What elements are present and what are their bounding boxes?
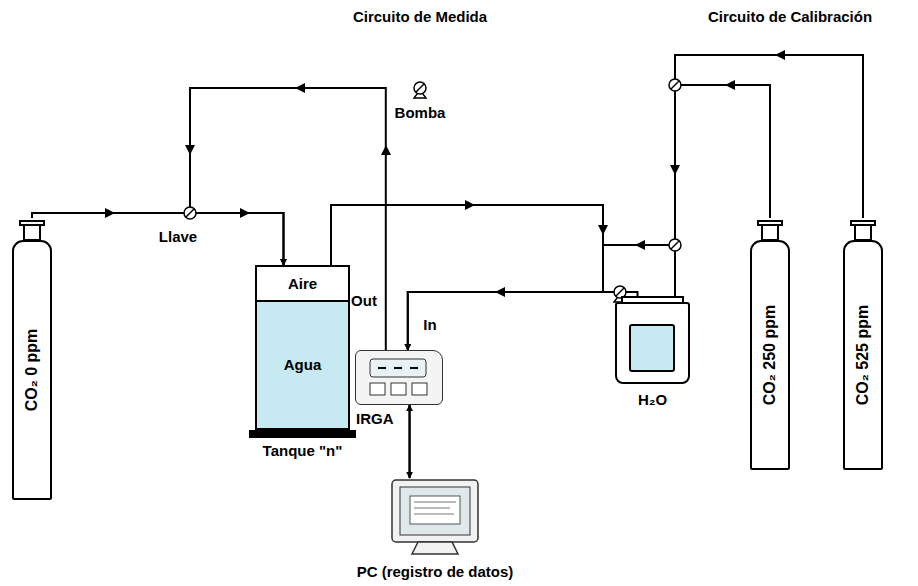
flow-arrow (670, 165, 680, 175)
flow-arrow (295, 83, 305, 93)
pc-monitor: PC (registro de datos) (390, 478, 480, 558)
part-label: Llave (159, 228, 197, 245)
gas-cylinder: CO₂ 250 ppm (750, 240, 790, 470)
part-label: In (423, 316, 436, 333)
flow-arrow (105, 208, 115, 218)
water (629, 324, 675, 372)
irga-panel (356, 351, 441, 403)
cylinder-cap (19, 220, 45, 226)
gas-cylinder: CO₂ 0 ppm (12, 240, 52, 500)
jar-lid (621, 296, 684, 304)
flow-arrow (495, 287, 505, 297)
flow-arrow (635, 240, 645, 250)
device-label: Tanque "n" (263, 442, 343, 459)
cylinder-cap (757, 220, 783, 226)
flow-arrow (775, 50, 785, 60)
part-label: Out (351, 292, 377, 309)
section-heading: Circuito de Calibración (708, 8, 872, 25)
flow-arrow (598, 225, 608, 235)
section-label: Aire (288, 275, 317, 292)
gas-pipe (331, 205, 603, 350)
gas-pipe (32, 213, 284, 265)
flow-arrow (725, 80, 735, 90)
device-label: PC (registro de datos) (357, 563, 514, 580)
irga-analyzer: IRGA (355, 350, 443, 405)
cylinder-cap (850, 220, 876, 226)
flow-arrows (105, 50, 785, 297)
flow-arrow (240, 208, 250, 218)
section-label: Agua (284, 356, 322, 373)
device-label: IRGA (356, 410, 394, 427)
pump-symbol (414, 82, 626, 302)
flow-arrow (185, 145, 195, 155)
part-label: Bomba (395, 104, 446, 121)
tank-base (249, 430, 356, 438)
valve-symbol (184, 79, 681, 251)
monitor-drawing (390, 478, 480, 558)
water-tank: Tanque "n"AireAgua (255, 265, 350, 430)
tank-section: Agua (257, 302, 348, 428)
humidifier-jar: H₂O (615, 302, 690, 384)
flow-arrow (381, 145, 391, 155)
gas-cylinder: CO₂ 525 ppm (843, 240, 883, 470)
cylinder-label: CO₂ 525 ppm (854, 305, 872, 405)
cylinder-label: CO₂ 250 ppm (761, 305, 779, 405)
data-link (408, 405, 411, 478)
cylinder-label: CO₂ 0 ppm (23, 329, 41, 412)
flow-arrow (465, 200, 475, 210)
tank-section: Aire (257, 267, 348, 302)
device-label: H₂O (638, 391, 667, 408)
section-heading: Circuito de Medida (353, 8, 487, 25)
gas-pipe (408, 292, 638, 350)
